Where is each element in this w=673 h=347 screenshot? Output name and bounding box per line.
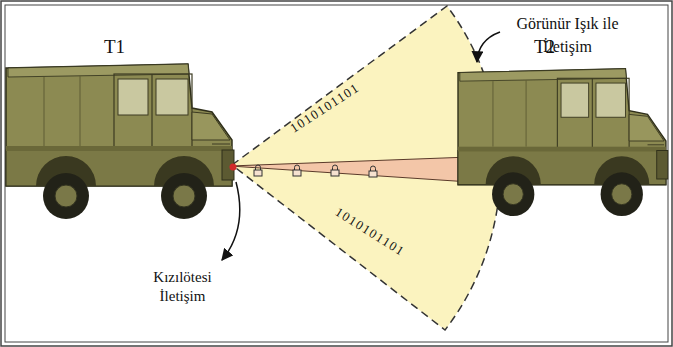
inner-frame [5,5,668,342]
lock-icon [331,165,339,176]
vehicle-t2 [458,69,668,216]
infrared-emitter [230,164,237,171]
vehicle-t1 [6,64,234,219]
lock-icons [254,165,377,177]
lock-icon [369,166,377,177]
lock-icon [293,165,301,176]
infrared-beam [230,157,470,182]
bit-stream: 1010101101 [287,80,362,137]
lock-icon [254,165,262,176]
callout-label: Kızılötesi İletişim [135,268,230,306]
bit-stream: 1010101101 [332,204,408,260]
vehicle-label: T1 [104,36,125,58]
callout-label: Görünür Işık ile İletişim [490,12,645,58]
callout-arrow [222,182,240,260]
callout-arrow [477,32,500,62]
